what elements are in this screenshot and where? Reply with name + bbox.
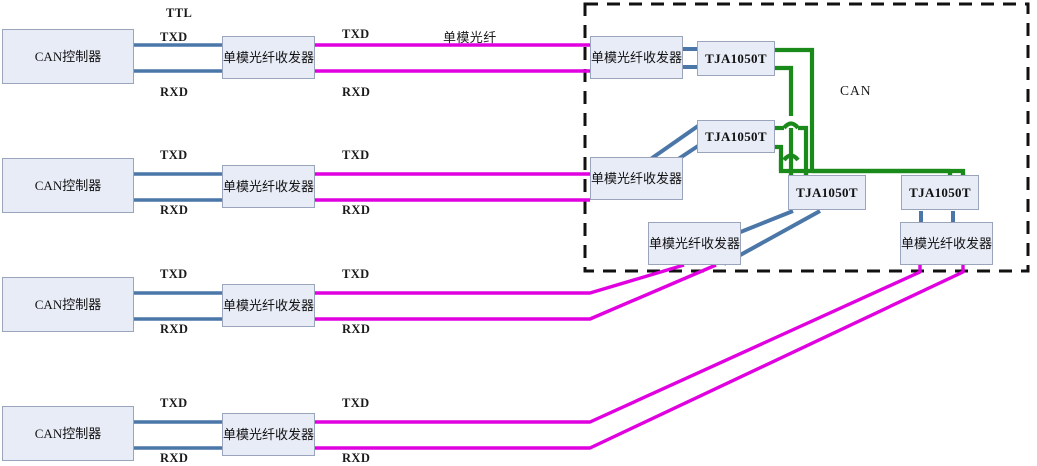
- fiber-wires: [314, 43, 965, 450]
- fiber-transceiver-left-4[interactable]: 单模光纤收发器: [222, 413, 315, 456]
- tja1050t-chip-4[interactable]: TJA1050T: [901, 175, 979, 210]
- can-controller-2[interactable]: CAN控制器: [2, 158, 134, 213]
- label-rxd-r4-left: RXD: [160, 451, 189, 465]
- fiber-transceiver-label: 单模光纤收发器: [223, 178, 315, 194]
- label-txd-r1-left: TXD: [160, 30, 188, 44]
- fiber-transceiver-left-2[interactable]: 单模光纤收发器: [222, 165, 315, 208]
- label-rxd-r1-right: RXD: [342, 85, 371, 99]
- label-ttl: TTL: [166, 6, 193, 20]
- ttl-wires: [133, 43, 223, 450]
- label-txd-r1-right: TXD: [342, 27, 370, 41]
- label-txd-r2-right: TXD: [342, 148, 370, 162]
- tja1050t-label: TJA1050T: [705, 50, 767, 66]
- fiber-transceiver-left-1[interactable]: 单模光纤收发器: [222, 36, 315, 79]
- tja1050t-label: TJA1050T: [705, 128, 767, 144]
- fiber-transceiver-left-3[interactable]: 单模光纤收发器: [222, 284, 315, 327]
- fiber-transceiver-label: 单模光纤收发器: [591, 170, 683, 186]
- fiber-transceiver-right-3[interactable]: 单模光纤收发器: [648, 222, 741, 265]
- can-controller-label: CAN控制器: [34, 48, 102, 64]
- can-controller-label: CAN控制器: [34, 296, 102, 312]
- fiber-transceiver-label: 单模光纤收发器: [901, 235, 993, 251]
- tja1050t-chip-1[interactable]: TJA1050T: [697, 41, 775, 76]
- label-txd-r2-left: TXD: [160, 148, 188, 162]
- can-controller-label: CAN控制器: [34, 177, 102, 193]
- label-rxd-r3-right: RXD: [342, 322, 371, 336]
- fiber-transceiver-label: 单模光纤收发器: [591, 49, 683, 65]
- label-txd-r3-right: TXD: [342, 267, 370, 281]
- fiber-transceiver-label: 单模光纤收发器: [223, 49, 315, 65]
- fiber-transceiver-right-1[interactable]: 单模光纤收发器: [590, 36, 683, 79]
- tja1050t-label: TJA1050T: [909, 184, 971, 200]
- label-rxd-r3-left: RXD: [160, 322, 189, 336]
- fiber-transceiver-right-2[interactable]: 单模光纤收发器: [590, 157, 683, 200]
- label-txd-r4-right: TXD: [342, 396, 370, 410]
- can-controller-4[interactable]: CAN控制器: [2, 406, 134, 461]
- tja1050t-chip-2[interactable]: TJA1050T: [697, 120, 775, 153]
- label-txd-r3-left: TXD: [160, 267, 188, 281]
- can-controller-3[interactable]: CAN控制器: [2, 277, 134, 332]
- fiber-transceiver-right-4[interactable]: 单模光纤收发器: [900, 222, 993, 265]
- fiber-transceiver-label: 单模光纤收发器: [223, 297, 315, 313]
- can-bus-wires: [775, 47, 966, 176]
- tja1050t-chip-3[interactable]: TJA1050T: [788, 175, 866, 210]
- fiber-transceiver-label: 单模光纤收发器: [649, 235, 741, 251]
- label-rxd-r2-right: RXD: [342, 203, 371, 217]
- label-rxd-r2-left: RXD: [160, 203, 189, 217]
- can-controller-label: CAN控制器: [34, 425, 102, 441]
- can-region-dashed-box: [583, 2, 1030, 273]
- can-controller-1[interactable]: CAN控制器: [2, 29, 134, 84]
- tja1050t-label: TJA1050T: [796, 184, 858, 200]
- fiber-transceiver-label: 单模光纤收发器: [223, 426, 315, 442]
- label-single-mode-fiber: 单模光纤: [443, 30, 497, 45]
- label-rxd-r4-right: RXD: [342, 451, 371, 465]
- label-txd-r4-left: TXD: [160, 396, 188, 410]
- label-rxd-r1-left: RXD: [160, 85, 189, 99]
- label-can-bus: CAN: [840, 83, 872, 98]
